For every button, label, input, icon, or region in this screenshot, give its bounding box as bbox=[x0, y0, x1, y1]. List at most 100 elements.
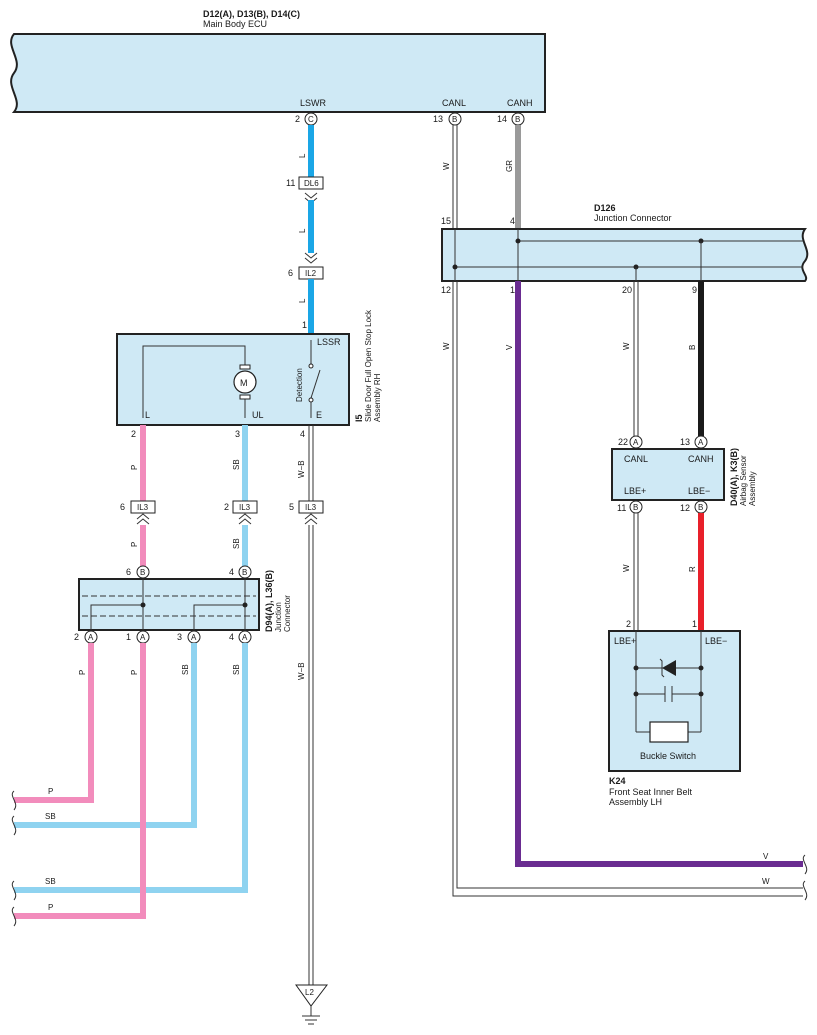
airbag-pin-11: 11 bbox=[617, 503, 626, 513]
airbag-conn-11: B bbox=[633, 503, 638, 512]
airbag-name-1: Airbag Sensor bbox=[739, 455, 748, 506]
connector-il3-wb-label: IL3 bbox=[305, 503, 317, 512]
wire-sb-label-6: SB bbox=[45, 877, 56, 886]
d94-pin-b2: 2 bbox=[74, 632, 79, 642]
slide-door-pin-2: 2 bbox=[131, 429, 136, 439]
slide-door-term-lssr: LSSR bbox=[317, 337, 341, 347]
ecu-pin-canh: 14 bbox=[497, 114, 507, 124]
zener-diode-bar bbox=[659, 658, 665, 678]
buckle-pin-2: 2 bbox=[626, 619, 631, 629]
wire-w-label-3: W bbox=[762, 877, 770, 886]
detection-switch-contact-bottom bbox=[308, 397, 314, 403]
d94-conn-b2: A bbox=[88, 633, 94, 642]
d126-box bbox=[441, 228, 809, 282]
d94-conn-b3: A bbox=[191, 633, 197, 642]
motor-label: M bbox=[240, 378, 248, 388]
ecu-pin-canl-circle bbox=[448, 112, 462, 126]
connector-il3-sb-pin: 2 bbox=[224, 502, 229, 512]
ecu-term-canl: CANL bbox=[442, 98, 466, 108]
wire-p-label-6: P bbox=[48, 903, 53, 912]
wire-sb-out-1 bbox=[14, 643, 197, 828]
airbag-box bbox=[611, 448, 725, 501]
connector-il3-p-chevron bbox=[136, 513, 150, 525]
wire-l-label-2: L bbox=[298, 228, 307, 233]
airbag-pin-12: 12 bbox=[680, 503, 690, 513]
wire-l-label-1: L bbox=[298, 153, 307, 158]
d126-pin-20: 20 bbox=[622, 285, 632, 295]
motor-brush-top bbox=[239, 364, 251, 370]
slide-door-internal-l bbox=[142, 345, 246, 418]
connector-il2-chevron bbox=[304, 252, 318, 264]
airbag-pin-22: 22 bbox=[618, 437, 628, 447]
connector-il3-p-label: IL3 bbox=[137, 503, 149, 512]
detection-switch-contact-top bbox=[308, 363, 314, 369]
d94-pin-top-6: 6 bbox=[126, 567, 131, 577]
connector-il3-p bbox=[130, 500, 156, 514]
wire-w-label-2: W bbox=[442, 342, 451, 350]
wire-wb-label-1: W−B bbox=[297, 460, 306, 478]
connector-dl6 bbox=[298, 176, 324, 190]
d94-pin-top-4: 4 bbox=[229, 567, 234, 577]
d126-pin-15: 15 bbox=[441, 216, 451, 226]
airbag-conn-22: A bbox=[633, 438, 639, 447]
ecu-conn-canl: B bbox=[452, 115, 457, 124]
airbag-name-2: Assembly bbox=[748, 471, 757, 506]
wire-gr-label: GR bbox=[505, 160, 514, 172]
d126-title: D126 bbox=[594, 203, 616, 213]
buckle-pin-1: 1 bbox=[692, 619, 697, 629]
motor-brush-bottom bbox=[239, 394, 251, 400]
airbag-term-canl: CANL bbox=[624, 454, 648, 464]
buckle-switch-label: Buckle Switch bbox=[640, 751, 696, 761]
wire-b-label: B bbox=[688, 345, 697, 350]
buckle-term-lbem: LBE− bbox=[705, 636, 727, 646]
slide-door-name-1: Slide Door Full Open Stop Lock bbox=[364, 309, 373, 422]
airbag-term-lbem: LBE− bbox=[688, 486, 710, 496]
wire-v-out bbox=[515, 281, 803, 867]
d94-internal-p2 bbox=[90, 604, 143, 630]
slide-door-title: I5 bbox=[354, 414, 364, 422]
airbag-conn-12: B bbox=[698, 503, 703, 512]
d94-pin-b4: 4 bbox=[229, 632, 234, 642]
d94-name-1: Junction bbox=[274, 602, 283, 632]
d126-node-canl-left bbox=[452, 264, 458, 270]
d94-conn-b4: A bbox=[242, 633, 248, 642]
wire-w-out-a bbox=[452, 281, 803, 897]
buckle-node-zl bbox=[633, 665, 639, 671]
wire-r-label: R bbox=[688, 566, 697, 572]
d94-conn-top-6: B bbox=[140, 568, 145, 577]
ecu-term-canh: CANH bbox=[507, 98, 533, 108]
wire-v-label-2: V bbox=[763, 852, 769, 861]
buckle-box bbox=[608, 630, 741, 772]
d126-pin-12: 12 bbox=[441, 285, 451, 295]
wire-sb-label-3: SB bbox=[181, 664, 190, 675]
d126-pin-1: 1 bbox=[510, 285, 515, 295]
d94-name-2: Connector bbox=[283, 595, 292, 632]
d94-title: D94(A), L36(B) bbox=[264, 570, 274, 632]
d94-pin-b1: 1 bbox=[126, 632, 131, 642]
slide-door-term-ul: UL bbox=[252, 410, 264, 420]
ecu-name: Main Body ECU bbox=[203, 19, 267, 29]
slide-door-pin-4: 4 bbox=[300, 429, 305, 439]
d94-node-p bbox=[140, 602, 146, 608]
ground-triangle-icon bbox=[295, 984, 329, 1007]
wire-p-label-2: P bbox=[130, 542, 139, 547]
ground-label: L2 bbox=[305, 988, 314, 997]
buckle-name-1: Front Seat Inner Belt bbox=[609, 787, 693, 797]
wire-l-label-3: L bbox=[298, 298, 307, 303]
motor-icon bbox=[233, 370, 257, 394]
airbag-pin-13: 13 bbox=[680, 437, 690, 447]
slide-door-pin-3: 3 bbox=[235, 429, 240, 439]
wire-w-label-1: W bbox=[442, 162, 451, 170]
wire-p-out-2 bbox=[14, 643, 146, 919]
connector-il2-pin: 6 bbox=[288, 268, 293, 278]
wire-p-label-5: P bbox=[130, 670, 139, 675]
slide-door-name-2: Assembly RH bbox=[373, 373, 382, 422]
slide-door-term-l: L bbox=[145, 410, 150, 420]
connector-il2-label: IL2 bbox=[305, 269, 317, 278]
buckle-node-cl bbox=[633, 691, 639, 697]
ecu-pin-canl: 13 bbox=[433, 114, 443, 124]
airbag-term-lbep: LBE+ bbox=[624, 486, 646, 496]
wire-p-label-1: P bbox=[130, 465, 139, 470]
d126-name: Junction Connector bbox=[594, 213, 672, 223]
